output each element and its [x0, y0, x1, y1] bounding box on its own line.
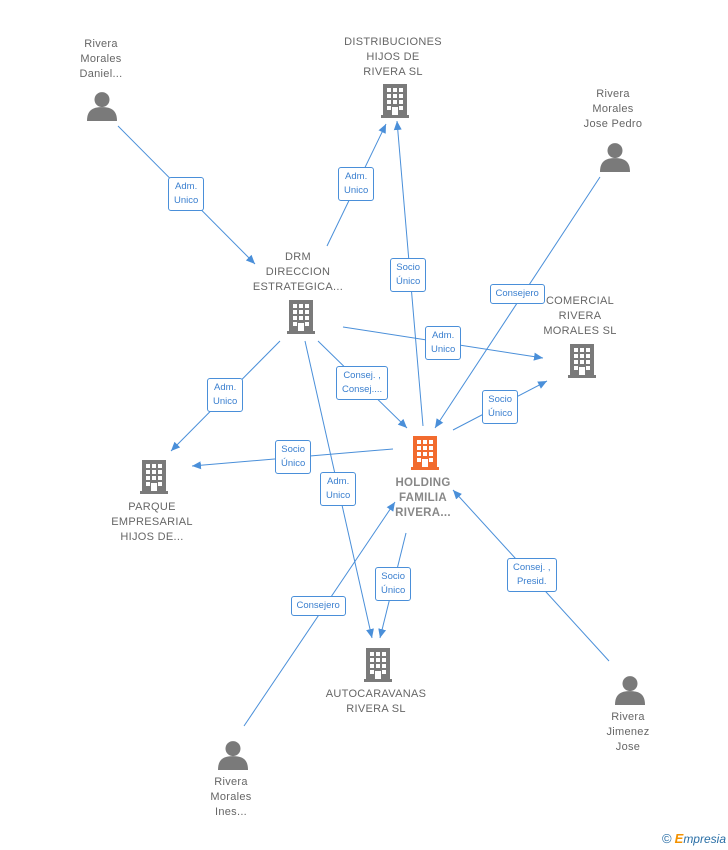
node-label-line: PARQUE [128, 501, 176, 513]
node-label-autocaravanas[interactable]: AUTOCARAVANAS RIVERA SL [311, 687, 441, 717]
edge-label-rivera_daniel-to-drm[interactable]: Adm. Unico [168, 177, 205, 211]
edge-label-text: Único [488, 408, 513, 419]
node-label-line: ESTRATEGICA... [252, 281, 344, 293]
person-icon-rivera_pedro[interactable] [600, 143, 630, 172]
node-label-line: Jose [615, 741, 641, 753]
node-label-line: Jose Pedro [583, 118, 643, 130]
node-label-parque[interactable]: PARQUE EMPRESARIAL HIJOS DE... [87, 500, 217, 545]
node-label-line: DIRECCION [265, 266, 331, 278]
edge-label-text: Adm. [175, 181, 198, 192]
node-label-line: FAMILIA [398, 492, 448, 504]
node-label-line: Rivera [596, 88, 630, 100]
edge-label-text: Socio [488, 394, 513, 405]
edge-label-text: Adm. [214, 382, 237, 393]
person-icon-rivera_ines[interactable] [218, 741, 248, 770]
node-label-line: AUTOCARAVANAS [325, 688, 427, 700]
building-icon-parque[interactable] [140, 460, 168, 494]
building-icon-distribuciones[interactable] [381, 84, 409, 118]
node-label-line: Daniel... [79, 68, 123, 80]
building-icon-drm[interactable] [287, 300, 315, 334]
footer-brand[interactable]: ©Empresia [662, 831, 726, 846]
node-label-line: DRM [285, 251, 311, 263]
edge-label-drm-to-comercial[interactable]: Adm. Unico [425, 326, 462, 360]
node-label-line: RIVERA SL [346, 703, 406, 715]
node-label-line: HIJOS DE [366, 51, 420, 63]
node-label-comercial[interactable]: COMERCIAL RIVERA MORALES SL [515, 294, 645, 339]
edge-label-text: Único [396, 276, 421, 287]
node-label-line: Morales [210, 791, 252, 803]
node-label-line: Rivera [84, 38, 118, 50]
node-label-drm[interactable]: DRM DIRECCION ESTRATEGICA... [233, 250, 363, 295]
building-icon-holding[interactable] [411, 436, 439, 470]
edge-label-drm-to-parque[interactable]: Adm. Unico [207, 378, 244, 412]
edge-label-text: Único [381, 585, 406, 596]
node-label-line: EMPRESARIAL [111, 516, 193, 528]
building-icon-comercial[interactable] [568, 344, 596, 378]
node-label-distribuciones[interactable]: DISTRIBUCIONES HIJOS DE RIVERA SL [328, 35, 458, 80]
node-label-line: Jimenez [606, 726, 650, 738]
edge-label-drm-to-holding[interactable]: Consej. , Consej.... [336, 366, 389, 400]
node-label-holding[interactable]: HOLDING FAMILIA RIVERA... [358, 476, 488, 521]
edge-label-text: Unico [174, 195, 199, 206]
edge-label-text: Adm. [327, 476, 350, 487]
edge-label-text: Unico [213, 396, 238, 407]
edge-label-text: Unico [431, 344, 456, 355]
node-label-line: COMERCIAL [545, 295, 615, 307]
edge-label-text: Consejero [296, 600, 340, 611]
node-label-line: RIVERA SL [363, 66, 423, 78]
node-label-line: Rivera [214, 776, 248, 788]
copyright-symbol: © [662, 831, 672, 846]
node-label-line: Morales [80, 53, 122, 65]
node-label-line: HOLDING [395, 477, 451, 489]
person-icon-rivera_jimenez[interactable] [615, 676, 645, 705]
node-label-line: Rivera [611, 711, 645, 723]
node-label-line: Ines... [214, 806, 248, 818]
node-label-line: RIVERA... [395, 507, 451, 519]
edge-label-text: Consej. , [343, 370, 381, 381]
node-label-line: Morales [592, 103, 634, 115]
edge-label-text: Consej.... [342, 384, 383, 395]
edge-label-text: Consejero [495, 288, 539, 299]
edge-label-text: Socio [281, 444, 306, 455]
edge-label-text: Presid. [516, 576, 547, 587]
edge-label-text: Adm. [432, 330, 455, 341]
edge-label-text: Único [281, 458, 306, 469]
node-label-line: HIJOS DE... [120, 531, 184, 543]
edge-label-text: Socio [396, 262, 421, 273]
edge-label-drm-to-autocaravanas[interactable]: Adm. Unico [320, 472, 357, 506]
edge-label-text: Adm. [345, 171, 368, 182]
node-label-line: DISTRIBUCIONES [344, 36, 442, 48]
edge-label-drm-to-distribuciones[interactable]: Adm. Unico [338, 167, 375, 201]
building-icon-autocaravanas[interactable] [364, 648, 392, 682]
node-label-line: RIVERA [558, 310, 602, 322]
person-icon-rivera_daniel[interactable] [87, 92, 117, 121]
edge-label-text: Consej. , [513, 562, 551, 573]
edge-label-text: Unico [344, 185, 369, 196]
edge-label-text: Unico [326, 490, 351, 501]
edge-label-rivera_ines-to-holding[interactable]: Consejero [290, 596, 346, 616]
edge-label-rivera_jimenez-to-holding[interactable]: Consej. , Presid. [507, 558, 557, 592]
brand-logo-letter: E [674, 831, 684, 846]
brand-logo-text: mpresia [683, 832, 726, 846]
edge-label-text: Socio [381, 571, 406, 582]
node-label-line: MORALES SL [543, 325, 617, 337]
edge-label-rivera_pedro-to-holding[interactable]: Consejero [489, 284, 545, 304]
